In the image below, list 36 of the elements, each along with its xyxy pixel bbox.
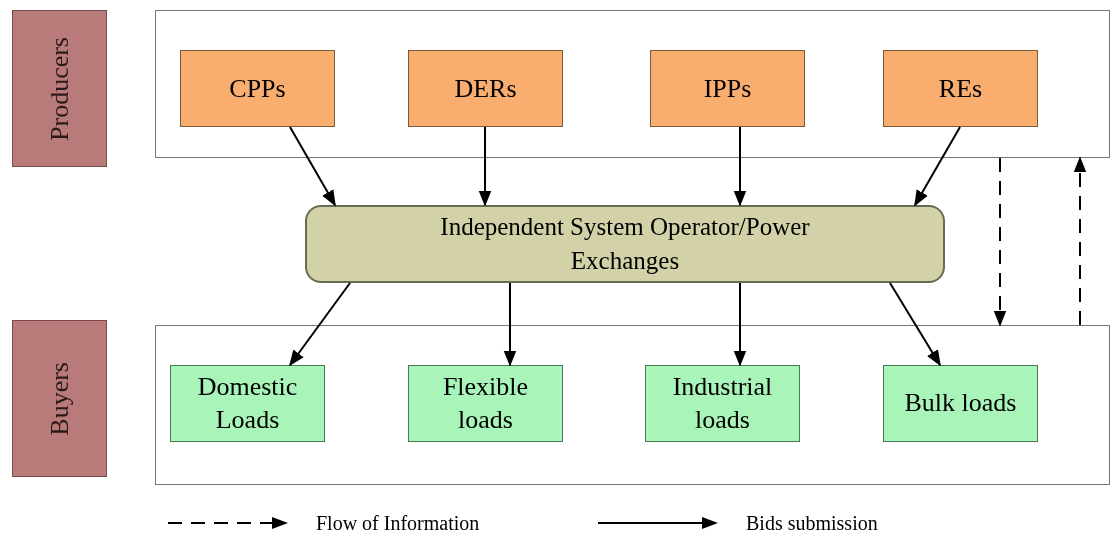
load-box — [645, 365, 800, 442]
node-label: CPPs — [229, 73, 286, 105]
operator-box — [305, 205, 945, 283]
load-box — [408, 365, 563, 442]
producer-box — [883, 50, 1038, 127]
category-label: Producers — [44, 36, 75, 141]
load-box — [170, 365, 325, 442]
category-label-box — [12, 320, 107, 477]
arrow — [889, 282, 941, 367]
group-panel — [155, 325, 1110, 485]
category-label-box — [12, 10, 107, 167]
legend-label: Bids submission — [746, 511, 878, 536]
arrow — [914, 126, 961, 207]
arrow — [478, 126, 492, 207]
node-label: IPPs — [703, 73, 752, 105]
node-label: DERs — [454, 73, 517, 105]
arrow — [1073, 156, 1087, 326]
arrow — [993, 157, 1007, 327]
arrow — [733, 282, 747, 367]
producer-box — [650, 50, 805, 127]
node-label: Industrial loads — [671, 371, 774, 436]
producer-box — [408, 50, 563, 127]
node-label: Independent System Operator/Power Exchanges — [439, 211, 811, 276]
node-label: Flexible loads — [441, 371, 530, 436]
node-label: Domestic Loads — [196, 371, 299, 436]
load-box — [883, 365, 1038, 442]
legend-label: Flow of Information — [316, 511, 480, 536]
arrow — [503, 282, 517, 367]
group-panel — [155, 10, 1110, 158]
category-label: Buyers — [44, 361, 75, 436]
node-label: Bulk loads — [904, 387, 1017, 420]
producer-box — [180, 50, 335, 127]
arrow — [289, 282, 351, 367]
arrow — [733, 126, 747, 207]
arrow — [289, 126, 336, 207]
node-label: REs — [938, 73, 983, 105]
